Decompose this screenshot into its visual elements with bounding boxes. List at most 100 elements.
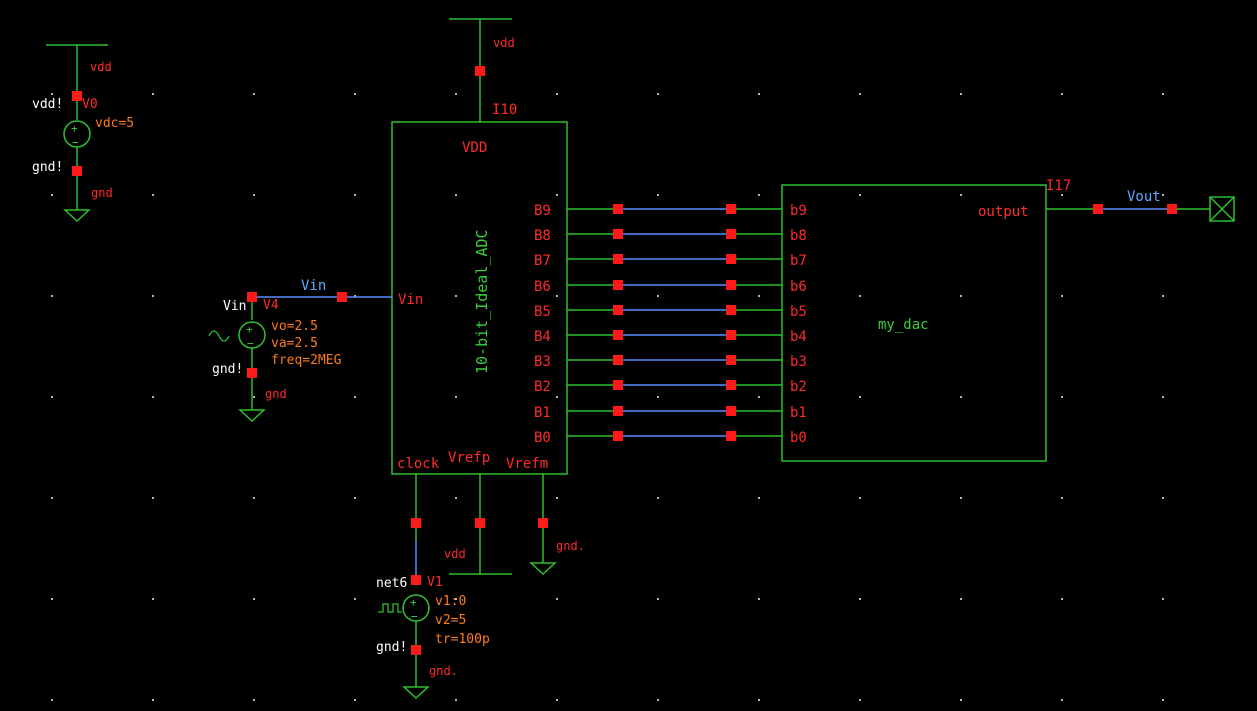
v4-bottom-net-label: gnd: [265, 387, 287, 401]
adc-pin-vin-label: Vin: [398, 292, 423, 308]
dac-input-label: b4: [790, 329, 807, 345]
v0-vdd-global-label: vdd!: [32, 97, 63, 112]
v0-instance-label: V0: [82, 97, 98, 112]
bit-bus-wires[interactable]: [567, 204, 782, 441]
v1-bottom-pin[interactable]: [411, 645, 421, 655]
v4-sine-source[interactable]: + − Vin Vin V4 vo=2.5 va=2.5 freq=2MEG g…: [208, 278, 392, 423]
grid-dots: [51, 93, 1164, 701]
adc-bit-pin[interactable]: [613, 229, 623, 239]
dac-input-label: b8: [790, 228, 807, 244]
adc-output-label: B1: [534, 405, 551, 421]
vin-wire-label: Vin: [301, 278, 326, 294]
adc-output-label: B4: [534, 329, 551, 345]
v4-bottom-pin[interactable]: [247, 368, 257, 378]
adc-bit-pin[interactable]: [613, 431, 623, 441]
adc-bit-pin[interactable]: [613, 355, 623, 365]
adc-output-label: B0: [534, 430, 551, 446]
v1-top-pin[interactable]: [411, 575, 421, 585]
v1-param-v1: v1:0: [435, 594, 466, 609]
adc-vdd-wire[interactable]: vdd I10: [449, 18, 517, 122]
adc-instance-label: I10: [492, 102, 517, 118]
v0-param: vdc=5: [95, 116, 134, 131]
v0-top-net-label: vdd: [90, 60, 112, 74]
vout-pin[interactable]: [1167, 204, 1177, 214]
dac-input-label: b1: [790, 405, 807, 421]
v0-gnd-global-label: gnd!: [32, 160, 63, 175]
adc-vdd-net-label: vdd: [493, 36, 515, 50]
adc-bit-pin[interactable]: [613, 280, 623, 290]
dac-input-label: b5: [790, 304, 807, 320]
vrefp-net-label: vdd: [444, 547, 466, 561]
dac-bit-pin[interactable]: [726, 380, 736, 390]
dac-output-pin[interactable]: [1093, 204, 1103, 214]
adc-pin-clock-label: clock: [397, 456, 440, 472]
dac-input-label: b9: [790, 203, 807, 219]
adc-pin-vdd-label: VDD: [462, 140, 487, 156]
dac-bit-pin[interactable]: [726, 254, 736, 264]
dac-input-label: b2: [790, 379, 807, 395]
v4-param-freq: freq=2MEG: [271, 353, 342, 368]
v4-instance-label: V4: [263, 298, 279, 313]
v1-gnd-global-label: gnd!: [376, 640, 407, 655]
dac-bit-pin[interactable]: [726, 305, 736, 315]
adc-bit-pin[interactable]: [613, 330, 623, 340]
dac-cell-name: my_dac: [878, 317, 929, 333]
v1-param-tr: tr=100p: [435, 632, 490, 647]
v4-param-va: va=2.5: [271, 336, 318, 351]
adc-output-label: B8: [534, 228, 551, 244]
v1-bottom-net-label: gnd.: [429, 664, 458, 678]
adc-bit-pin[interactable]: [613, 406, 623, 416]
output-terminal-icon[interactable]: [1209, 196, 1235, 222]
dac-instance-label: I17: [1046, 178, 1071, 194]
svg-text:−: −: [72, 136, 79, 149]
dac-bit-pin[interactable]: [726, 204, 736, 214]
adc-clock-pin[interactable]: [411, 518, 421, 528]
adc-output-label: B9: [534, 203, 551, 219]
v4-top-net-label: Vin: [223, 299, 246, 314]
adc-cell-name: 10-bit_Ideal_ADC: [473, 230, 491, 375]
dac-bit-pin[interactable]: [726, 406, 736, 416]
dac-input-label: b3: [790, 354, 807, 370]
adc-output-label: B2: [534, 379, 551, 395]
dac-block[interactable]: I17 output my_dac b9 b8 b7 b6 b5 b4 b3 b2 b1 b0: [781, 178, 1071, 462]
dac-bit-pin[interactable]: [726, 330, 736, 340]
dac-bit-pin[interactable]: [726, 355, 736, 365]
vrefm-net-label: gnd.: [556, 539, 585, 553]
v1-top-net-label: net6: [376, 576, 407, 591]
adc-block[interactable]: VDD Vin clock Vrefp Vrefm 10-bit_Ideal_A…: [391, 121, 568, 475]
adc-bottom-connections[interactable]: vdd gnd.: [411, 474, 585, 580]
v4-gnd-global-label: gnd!: [212, 362, 243, 377]
adc-output-label: B6: [534, 279, 551, 295]
adc-vin-pin[interactable]: [337, 292, 347, 302]
svg-text:+: +: [246, 323, 253, 336]
adc-bit-pin[interactable]: [613, 380, 623, 390]
v4-param-vo: vo=2.5: [271, 319, 318, 334]
svg-text:+: +: [410, 596, 417, 609]
dac-pin-output-label: output: [978, 204, 1029, 220]
v1-param-v2: v2=5: [435, 613, 466, 628]
v1-pulse-source[interactable]: + − net6 V1 v1:0 v2=5 tr=100p gnd! gnd.: [376, 575, 490, 700]
dac-bit-pin[interactable]: [726, 229, 736, 239]
adc-vrefm-pin[interactable]: [538, 518, 548, 528]
dac-input-label: b7: [790, 253, 807, 269]
dac-input-label: b6: [790, 279, 807, 295]
adc-bit-pin[interactable]: [613, 305, 623, 315]
dac-bit-pin[interactable]: [726, 280, 736, 290]
v0-dc-source[interactable]: + − vdd vdd! V0 vdc=5 gnd! gnd: [32, 44, 134, 223]
v1-instance-label: V1: [427, 575, 443, 590]
adc-bit-pin[interactable]: [613, 204, 623, 214]
v0-bottom-net-label: gnd: [91, 186, 113, 200]
vout-net[interactable]: Vout: [1046, 189, 1235, 222]
v4-top-pin[interactable]: [247, 292, 257, 302]
adc-output-label: B5: [534, 304, 551, 320]
adc-vdd-pin[interactable]: [475, 66, 485, 76]
adc-vrefp-pin[interactable]: [475, 518, 485, 528]
svg-text:−: −: [247, 337, 254, 350]
v0-top-pin[interactable]: [72, 91, 82, 101]
dac-bit-pin[interactable]: [726, 431, 736, 441]
v0-bottom-pin[interactable]: [72, 166, 82, 176]
dac-input-label: b0: [790, 430, 807, 446]
adc-output-label: B3: [534, 354, 551, 370]
adc-bit-pin[interactable]: [613, 254, 623, 264]
